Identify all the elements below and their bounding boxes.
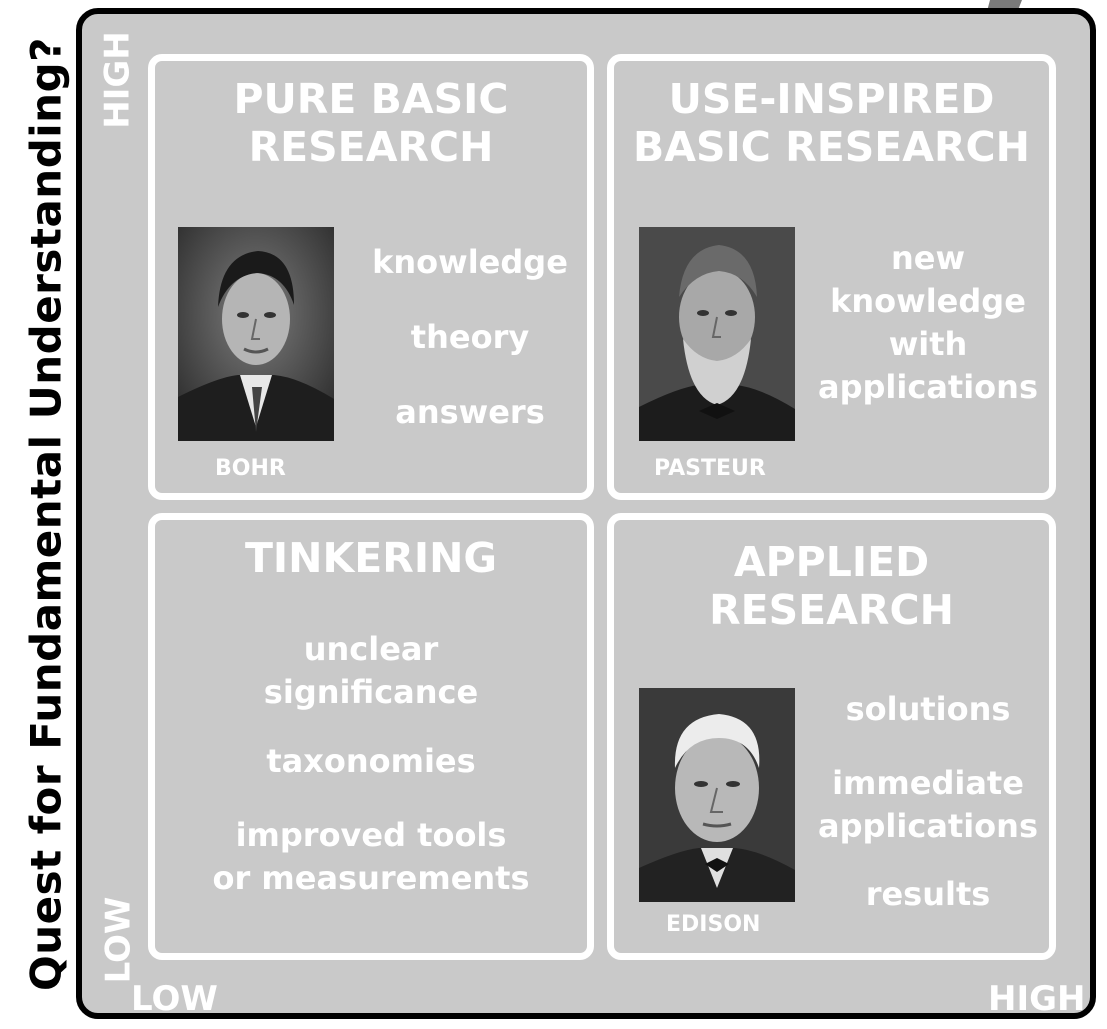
pasteur-portrait bbox=[639, 227, 795, 441]
item: applications bbox=[818, 807, 1038, 845]
item: results bbox=[865, 875, 991, 913]
edison-portrait bbox=[639, 688, 795, 902]
item: significance bbox=[263, 673, 479, 711]
x-axis-high-label: HIGH bbox=[988, 979, 1086, 1019]
item: applications bbox=[818, 368, 1038, 406]
y-axis-low-label: LOW bbox=[98, 896, 139, 984]
person-caption: BOHR bbox=[215, 456, 286, 481]
quadrant-tinkering: TINKERING unclear significance taxonomie… bbox=[148, 513, 594, 960]
quadrant-title: USE-INSPIRED BASIC RESEARCH bbox=[633, 75, 1030, 171]
person-caption: EDISON bbox=[666, 912, 761, 937]
quadrant-title: PURE BASIC RESEARCH bbox=[233, 75, 509, 171]
bohr-portrait bbox=[178, 227, 334, 441]
person-caption: PASTEUR bbox=[654, 456, 766, 481]
quadrant-pure-basic-research: PURE BASIC RESEARCH BOHR knowledge theor… bbox=[148, 54, 594, 500]
item: or measurements bbox=[212, 859, 530, 897]
item: solutions bbox=[845, 690, 1011, 728]
quadrant-use-inspired-basic-research: USE-INSPIRED BASIC RESEARCH PASTEUR new … bbox=[607, 54, 1056, 500]
item: taxonomies bbox=[266, 742, 476, 780]
item: answers bbox=[395, 393, 545, 431]
item: knowledge bbox=[830, 282, 1026, 320]
quadrant-title: TINKERING bbox=[244, 534, 498, 582]
y-axis-high-label: HIGH bbox=[98, 31, 138, 129]
quadrant-title: APPLIED RESEARCH bbox=[709, 538, 954, 634]
item: knowledge bbox=[372, 243, 568, 281]
quadrant-applied-research: APPLIED RESEARCH EDISON solutions immedi… bbox=[607, 513, 1056, 960]
item: with bbox=[888, 325, 968, 363]
item: immediate bbox=[832, 764, 1024, 802]
item: theory bbox=[410, 318, 530, 356]
item: improved tools bbox=[235, 816, 507, 854]
item: new bbox=[890, 239, 966, 277]
item: unclear bbox=[303, 630, 439, 668]
y-axis-title: Quest for Fundamental Understanding? bbox=[21, 36, 71, 992]
x-axis-low-label: LOW bbox=[131, 979, 218, 1019]
